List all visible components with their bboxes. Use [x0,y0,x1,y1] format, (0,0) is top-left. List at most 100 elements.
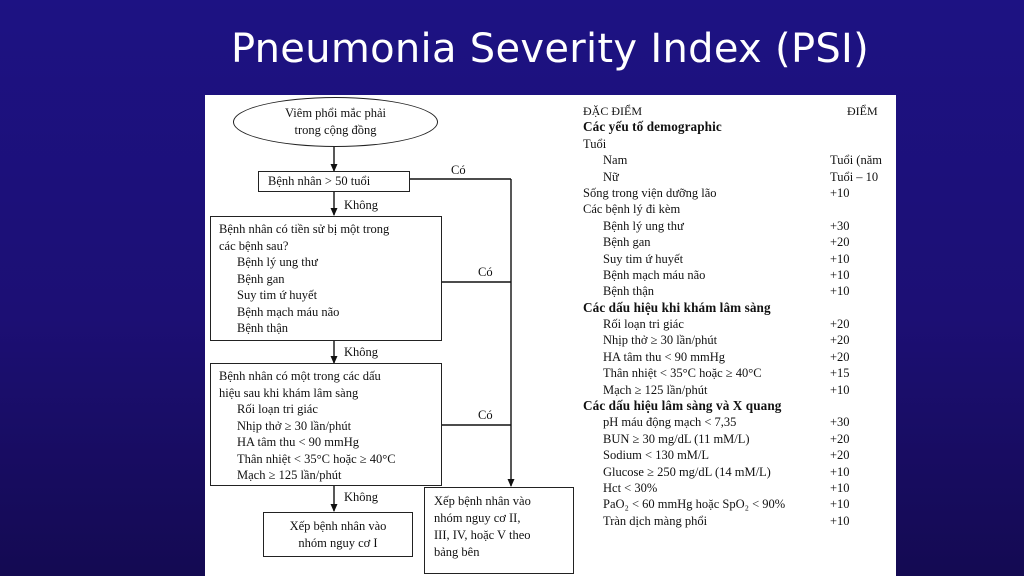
history-item: Suy tim ứ huyết [237,288,318,302]
history-line-2: các bệnh sau? [219,238,289,253]
row-points: +10 [830,497,850,512]
row-points: +20 [830,333,850,348]
history-item: Bệnh lý ung thư [237,255,318,269]
history-decision-box: Bệnh nhân có tiền sử bị một trong các bệ… [210,216,442,341]
risk-group-line-1: Xếp bệnh nhân vào [434,494,531,508]
history-item: Bệnh mạch máu não [237,304,340,319]
table-row: Sống trong viện dưỡng lão +10 [583,185,896,201]
exam-item: Thân nhiệt < 35°C hoặc ≥ 40°C [237,451,396,466]
start-line-1: Viêm phổi mắc phải [285,106,386,120]
age-decision-label: Bệnh nhân > 50 tuổi [268,174,371,188]
yes-label: Có [451,163,466,177]
exam-item: Mạch ≥ 125 lần/phút [237,468,342,482]
row-points: +10 [830,464,850,479]
row-feature: Mạch ≥ 125 lần/phút [603,382,708,397]
slide-title: Pneumonia Severity Index (PSI) [230,26,870,72]
table-row: Bệnh thận +10 [583,283,896,299]
no-label: Không [344,345,379,359]
row-points: +20 [830,431,850,446]
row-points: Tuổi (năm [830,153,882,168]
row-points: +30 [830,218,850,233]
row-points: +10 [830,382,850,397]
exam-item: Nhịp thở ≥ 30 lần/phút [237,418,352,433]
row-feature: Các bệnh lý đi kèm [583,202,681,217]
table-row: Các bệnh lý đi kèm [583,201,896,217]
start-line-2: trong cộng đồng [294,123,377,137]
row-feature: pH máu động mạch < 7,35 [603,415,737,430]
row-feature: Thân nhiệt < 35°C hoặc ≥ 40°C [603,366,762,381]
row-feature: Tràn dịch màng phổi [603,513,708,528]
flowchart-connectors [330,146,515,512]
table-header: ĐẶC ĐIỂM ĐIỂM [583,103,896,119]
row-points: +10 [830,267,850,282]
row-feature: Bệnh thận [603,284,655,299]
risk-group-box: Xếp bệnh nhân vào nhóm nguy cơ II, III, … [424,487,574,574]
row-feature: Nữ [603,169,619,184]
row-points: +15 [830,366,850,381]
row-feature: Các yếu tố demographic [583,119,722,135]
row-feature: Glucose ≥ 250 mg/dL (14 mM/L) [603,464,771,479]
row-points: +20 [830,235,850,250]
row-feature: Bệnh gan [603,235,651,250]
row-points: +10 [830,284,850,299]
exam-line-1: Bệnh nhân có một trong các dấu [219,369,381,383]
row-feature: PaO₂ < 60 mmHg hoặc SpO₂ < 90% [603,497,786,512]
row-feature: BUN ≥ 30 mg/dL (11 mM/L) [603,431,750,446]
row-feature: Sống trong viện dưỡng lão [583,185,717,200]
history-item: Bệnh thận [237,321,289,335]
table-section-header: Các yếu tố demographic [583,119,896,135]
table-row: Thân nhiệt < 35°C hoặc ≥ 40°C +15 [583,365,896,381]
age-decision-box: Bệnh nhân > 50 tuổi [258,171,410,192]
row-feature: Bệnh mạch máu não [603,267,706,282]
table-row: Suy tim ứ huyết+10 [583,251,896,267]
header-feature: ĐẶC ĐIỂM [583,104,642,118]
table-row: Tràn dịch màng phổi+10 [583,513,896,529]
exam-item: Rối loạn tri giác [237,402,318,416]
table-row: Bệnh gan +20 [583,234,896,250]
risk-group-line-4: bảng bên [434,545,480,559]
row-feature: HA tâm thu < 90 mmHg [603,349,725,364]
row-feature: Các dấu hiệu lâm sàng và X quang [583,398,782,414]
history-line-1: Bệnh nhân có tiền sử bị một trong [219,222,390,236]
table-row: Mạch ≥ 125 lần/phút +10 [583,382,896,398]
row-points: +20 [830,448,850,463]
row-points: +10 [830,185,850,200]
table-row: Tuổi [583,136,896,152]
row-points: +30 [830,415,850,430]
risk-one-line-1: Xếp bệnh nhân vào [289,519,387,533]
yes-label: Có [478,265,493,279]
exam-item: HA tâm thu < 90 mmHg [237,435,359,449]
row-points: +10 [830,480,850,495]
row-feature: Bệnh lý ung thư [603,218,684,233]
exam-line-2: hiệu sau khi khám lâm sàng [219,385,359,400]
table-section-header: Các dấu hiệu lâm sàng và X quang [583,398,896,414]
table-row: Hct < 30%+10 [583,480,896,496]
risk-one-box: Xếp bệnh nhân vào nhóm nguy cơ I [263,512,413,557]
row-feature: Nam [603,153,628,168]
no-label: Không [344,198,379,212]
table-section-header: Các dấu hiệu khi khám lâm sàng [583,300,896,316]
exam-decision-box: Bệnh nhân có một trong các dấu hiệu sau … [210,363,442,486]
table-row: HA tâm thu < 90 mmHg +20 [583,349,896,365]
no-label: Không [344,490,379,504]
start-node-cap: Viêm phổi mắc phải trong cộng đồng [233,97,438,147]
row-feature: Sodium < 130 mM/L [603,448,710,463]
table-row: Glucose ≥ 250 mg/dL (14 mM/L) +10 [583,464,896,480]
table-row: Bệnh mạch máu não +10 [583,267,896,283]
row-points: +10 [830,251,850,266]
row-feature: Tuổi [583,136,607,151]
risk-one-line-2: nhóm nguy cơ I [298,535,378,550]
table-row: Nam Tuổi (năm [583,152,896,168]
psi-figure: Viêm phổi mắc phải trong cộng đồng Bệnh … [205,95,896,576]
yes-label: Có [478,408,493,422]
risk-group-line-3: III, IV, hoặc V theo [434,528,531,542]
row-feature: Rối loạn tri giác [603,317,684,332]
table-row: PaO₂ < 60 mmHg hoặc SpO₂ < 90% +10 [583,496,896,512]
table-row: Sodium < 130 mM/L +20 [583,447,896,463]
table-row: pH máu động mạch < 7,35 +30 [583,414,896,430]
row-feature: Nhịp thở ≥ 30 lần/phút [603,333,718,348]
row-points: +20 [830,317,850,332]
row-points: +20 [830,349,850,364]
